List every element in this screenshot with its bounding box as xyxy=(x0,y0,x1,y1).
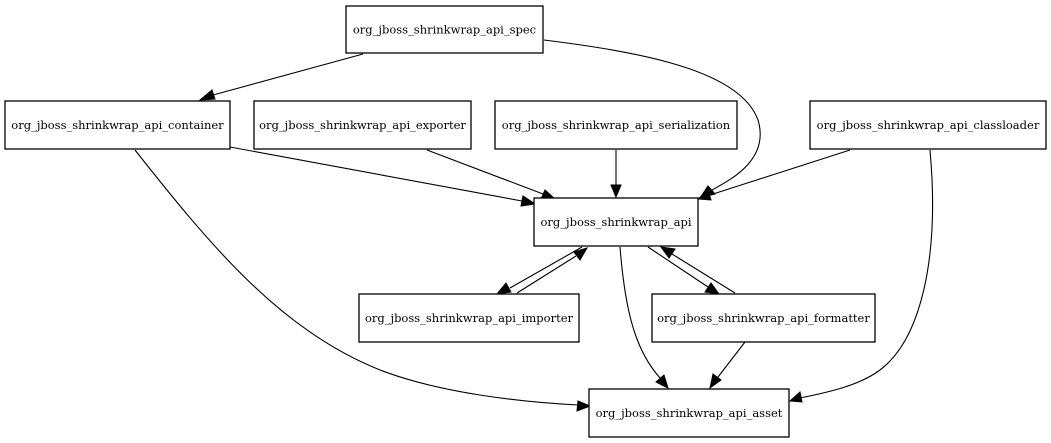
node-spec: org_jboss_shrinkwrap_api_spec xyxy=(345,5,544,54)
edge-classloader-to-api xyxy=(696,149,851,201)
edge-formatter-to-api xyxy=(659,246,736,294)
node-classloader: org_jboss_shrinkwrap_api_classloader xyxy=(809,100,1047,150)
edge-spec-to-container xyxy=(198,53,364,101)
node-formatter-label: org_jboss_shrinkwrap_api_formatter xyxy=(657,311,870,325)
node-classloader-label: org_jboss_shrinkwrap_api_classloader xyxy=(817,118,1040,132)
edge-container-to-api xyxy=(229,146,537,207)
edge-serialization-to-api xyxy=(610,150,622,199)
edge-exporter-to-api xyxy=(426,149,557,200)
node-serialization: org_jboss_shrinkwrap_api_serialization xyxy=(494,100,738,150)
node-importer: org_jboss_shrinkwrap_api_importer xyxy=(358,293,580,343)
edge-importer-to-api xyxy=(516,247,589,294)
nodes: org_jboss_shrinkwrap_api_spec org_jboss_… xyxy=(4,5,1047,438)
node-spec-label: org_jboss_shrinkwrap_api_spec xyxy=(353,23,536,37)
edge-container-to-asset xyxy=(134,149,592,412)
edge-api-to-asset xyxy=(619,246,669,389)
edge-api-to-importer xyxy=(495,246,583,295)
node-container: org_jboss_shrinkwrap_api_container xyxy=(4,100,231,150)
edge-api-to-formatter xyxy=(647,246,721,295)
node-importer-label: org_jboss_shrinkwrap_api_importer xyxy=(365,311,574,325)
node-container-label: org_jboss_shrinkwrap_api_container xyxy=(11,118,224,132)
node-exporter: org_jboss_shrinkwrap_api_exporter xyxy=(253,100,472,150)
node-asset: org_jboss_shrinkwrap_api_asset xyxy=(588,388,790,438)
node-exporter-label: org_jboss_shrinkwrap_api_exporter xyxy=(259,118,466,132)
edge-classloader-to-asset xyxy=(788,149,934,403)
node-asset-label: org_jboss_shrinkwrap_api_asset xyxy=(596,406,783,420)
node-api-label: org_jboss_shrinkwrap_api xyxy=(541,215,692,229)
edges xyxy=(134,39,934,412)
node-api: org_jboss_shrinkwrap_api xyxy=(533,197,699,247)
node-formatter: org_jboss_shrinkwrap_api_formatter xyxy=(651,293,876,343)
edge-formatter-to-asset xyxy=(709,341,746,390)
node-serialization-label: org_jboss_shrinkwrap_api_serialization xyxy=(502,118,731,132)
